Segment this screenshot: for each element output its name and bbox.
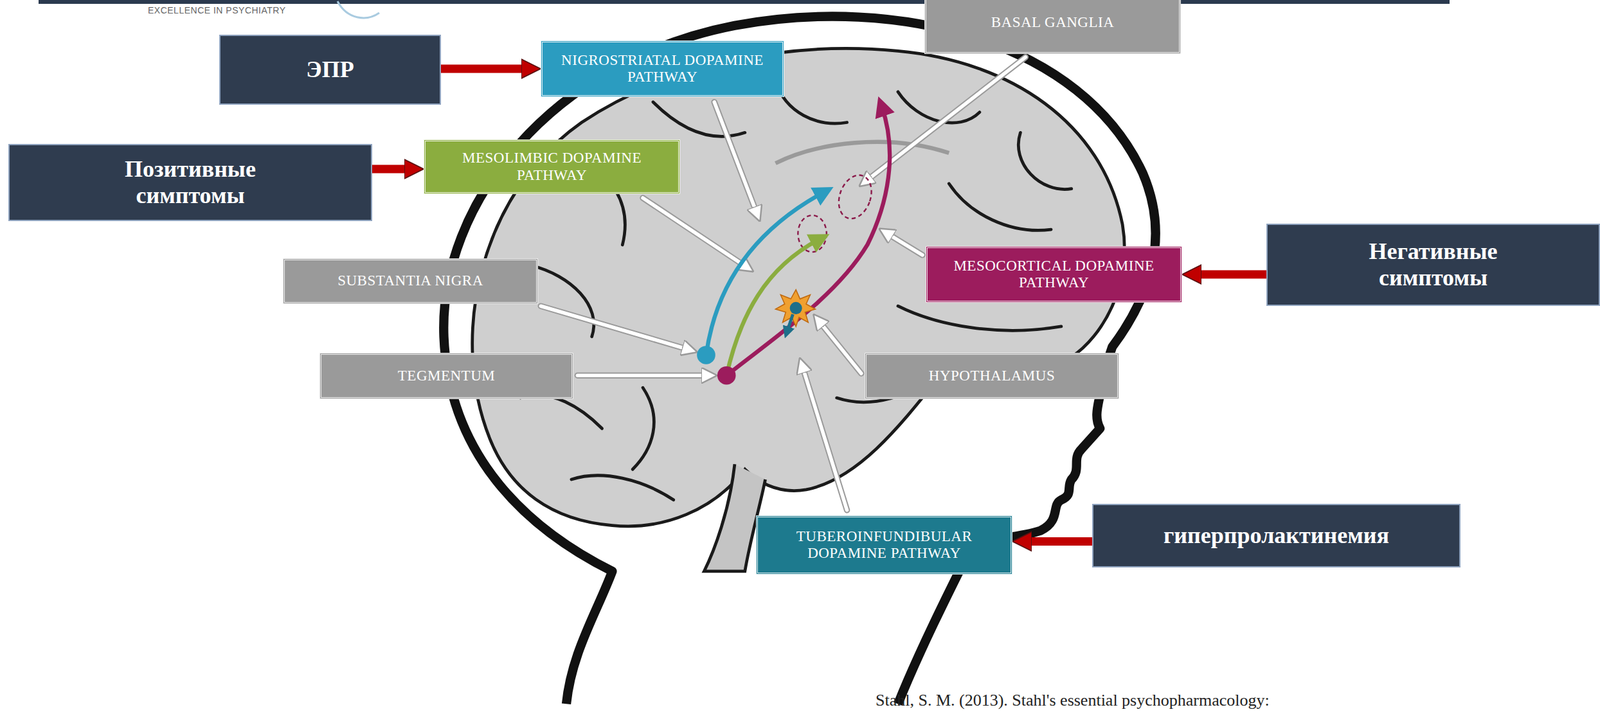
leader-line	[540, 305, 690, 350]
node-text: MESOLIMBIC DOPAMINE PATHWAY	[434, 149, 670, 184]
logo-text: EXCELLENCE IN PSYCHIATRY	[147, 5, 287, 16]
symptom-box: Позитивные симптомы	[8, 143, 373, 222]
leader-line	[818, 320, 862, 374]
target-ellipse	[833, 170, 878, 224]
red-arrow	[440, 64, 522, 74]
node-text: гиперпролактинемия	[1163, 522, 1390, 549]
hypothalamus-star	[775, 289, 816, 327]
leader-line	[577, 373, 710, 378]
sulcus	[775, 81, 847, 124]
node-text: TEGMENTUM	[397, 367, 495, 385]
leader-shadow	[577, 372, 710, 379]
tuberoinfundibular-path	[786, 314, 794, 333]
node-text: NIGROSTRIATAL DOPAMINE PATHWAY	[551, 52, 774, 87]
node-text: BASAL GANGLIA	[991, 14, 1115, 31]
structure-box: BASAL GANGLIA	[924, 0, 1181, 54]
leader-shadow	[540, 305, 690, 350]
basal-ganglia-contour	[775, 142, 949, 164]
structure-box: TEGMENTUM	[319, 352, 574, 400]
sulcus	[898, 91, 980, 123]
sulcus	[898, 305, 1062, 331]
structure-box: SUBSTANTIA NIGRA	[282, 258, 539, 305]
symptom-box: ЭПР	[219, 34, 441, 105]
leader-shadow	[642, 197, 747, 268]
red-arrow	[372, 165, 405, 174]
citation: Stahl, S. M. (2013). Stahl's essential p…	[875, 691, 1270, 711]
logo-arc	[337, 1, 380, 18]
sulcus	[530, 265, 594, 337]
sulcus	[653, 102, 746, 137]
node-text: SUBSTANTIA NIGRA	[337, 272, 484, 290]
red-arrow	[1031, 537, 1093, 546]
pathway-box: TUBEROINFUNDIBULAR DOPAMINE PATHWAY	[755, 515, 1013, 575]
leader-line	[802, 365, 848, 510]
node-text: ЭПР	[305, 56, 354, 83]
nigrostriatal-path	[705, 191, 825, 355]
leader-line	[885, 232, 923, 256]
sulcus	[632, 387, 654, 470]
node-text: MESOCORTICAL DOPAMINE PATHWAY	[936, 257, 1172, 292]
node-text: Позитивные симптомы	[87, 156, 294, 210]
node-text: Негативные симптомы	[1330, 238, 1537, 292]
target-ellipse	[797, 215, 827, 252]
symptom-box: гиперпролактинемия	[1092, 503, 1461, 568]
sulcus	[571, 475, 674, 501]
node-text: TUBEROINFUNDIBULAR DOPAMINE PATHWAY	[766, 528, 1002, 563]
leader-shadow	[714, 102, 758, 215]
leader-line	[714, 102, 758, 215]
hypothalamus-dot	[790, 302, 803, 315]
sulcus	[1018, 132, 1071, 189]
sulcus	[948, 183, 1052, 231]
symptom-box: Негативные симптомы	[1266, 223, 1600, 306]
red-arrow	[1201, 270, 1267, 279]
header-bar	[38, 0, 1450, 4]
tegmentum-dot	[717, 366, 737, 386]
structure-box: HYPOTHALAMUS	[864, 352, 1120, 400]
leader-shadow	[818, 320, 862, 374]
leader-shadow	[802, 365, 848, 510]
pathway-box: MESOCORTICAL DOPAMINE PATHWAY	[925, 246, 1183, 303]
sulcus	[520, 395, 603, 429]
pathway-box: MESOLIMBIC DOPAMINE PATHWAY	[423, 139, 681, 195]
leader-line	[642, 197, 747, 268]
mesocortical-path	[726, 106, 890, 376]
mesolimbic-path	[726, 238, 821, 376]
leader-shadow	[885, 232, 923, 256]
substantia-nigra-dot	[696, 345, 716, 365]
pathway-box: NIGROSTRIATAL DOPAMINE PATHWAY	[540, 40, 785, 98]
node-text: HYPOTHALAMUS	[928, 367, 1055, 385]
